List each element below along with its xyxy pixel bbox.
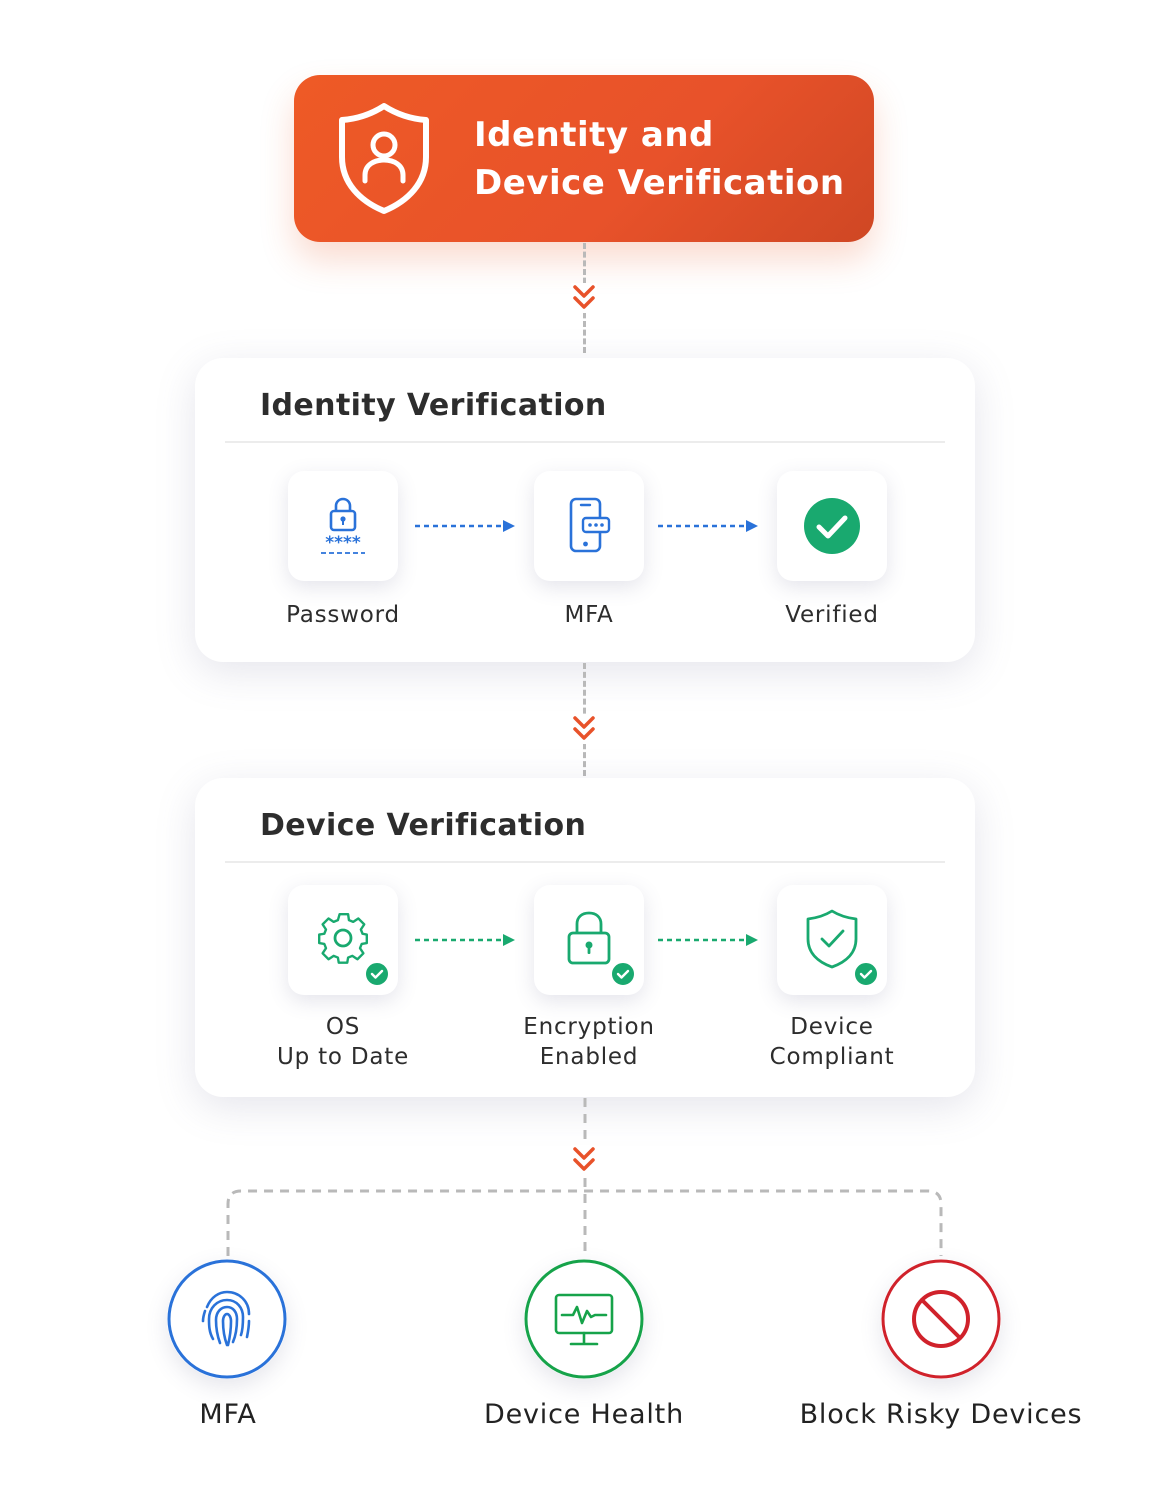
monitor-heartbeat-icon <box>524 1259 644 1379</box>
diagram-header: Identity and Device Verification <box>294 75 874 242</box>
check-badge-icon <box>853 961 879 987</box>
card-title: Identity Verification <box>260 388 607 423</box>
card-title: Device Verification <box>260 808 587 843</box>
arrow-right-icon <box>658 934 758 946</box>
header-title-line2: Device Verification <box>474 163 845 203</box>
mfa-step <box>534 471 644 581</box>
step-label: Encryption Enabled <box>489 1012 689 1072</box>
step-label: Verified <box>785 602 879 628</box>
arrow-right-icon <box>658 520 758 532</box>
step-label-line2: Enabled <box>539 1044 639 1070</box>
svg-text:****: **** <box>325 533 361 553</box>
divider <box>225 441 945 443</box>
check-circle-icon <box>804 498 860 554</box>
arrow-right-icon <box>415 520 515 532</box>
shield-check-icon <box>806 909 858 969</box>
os-step <box>288 885 398 995</box>
header-title: Identity and Device Verification <box>474 111 854 207</box>
identity-verification-card: Identity Verification **** Password MFA <box>195 358 975 662</box>
arrow-right-icon <box>415 934 515 946</box>
block-icon <box>881 1259 1001 1379</box>
step-label-line2: Up to Date <box>276 1044 410 1070</box>
outcome-label: MFA <box>199 1399 257 1430</box>
divider <box>225 861 945 863</box>
device-health-outcome <box>524 1259 644 1379</box>
step-label: MFA <box>564 602 614 628</box>
step-label: OS Up to Date <box>243 1012 443 1072</box>
step-label-line1: OS <box>325 1014 361 1040</box>
verified-step <box>777 471 887 581</box>
chevron-down-icon <box>571 1145 597 1175</box>
chevron-down-icon <box>571 283 597 313</box>
chevron-down-icon <box>571 714 597 744</box>
shield-user-icon <box>339 103 429 214</box>
phone-otp-icon <box>569 497 611 553</box>
gear-icon <box>318 913 368 964</box>
lock-icon <box>567 911 611 965</box>
step-label-line2: Compliant <box>769 1044 895 1070</box>
step-label: Device Compliant <box>732 1012 932 1072</box>
encryption-step <box>534 885 644 995</box>
check-badge-icon <box>364 961 390 987</box>
check-badge-icon <box>610 961 636 987</box>
mfa-outcome <box>167 1259 287 1379</box>
password-lock-icon: **** <box>321 497 365 554</box>
password-step: **** <box>288 471 398 581</box>
step-label-line1: Encryption <box>523 1014 655 1040</box>
header-title-line1: Identity and <box>474 115 714 155</box>
step-label-line1: Device <box>790 1014 874 1040</box>
step-label: Password <box>286 602 400 628</box>
outcome-label: Block Risky Devices <box>799 1399 1083 1430</box>
branch-connector <box>226 1098 943 1258</box>
compliance-step <box>777 885 887 995</box>
outcome-label: Device Health <box>484 1399 684 1430</box>
block-outcome <box>881 1259 1001 1379</box>
device-verification-card: Device Verification OS Up to Date <box>195 778 975 1097</box>
fingerprint-icon <box>167 1259 287 1379</box>
